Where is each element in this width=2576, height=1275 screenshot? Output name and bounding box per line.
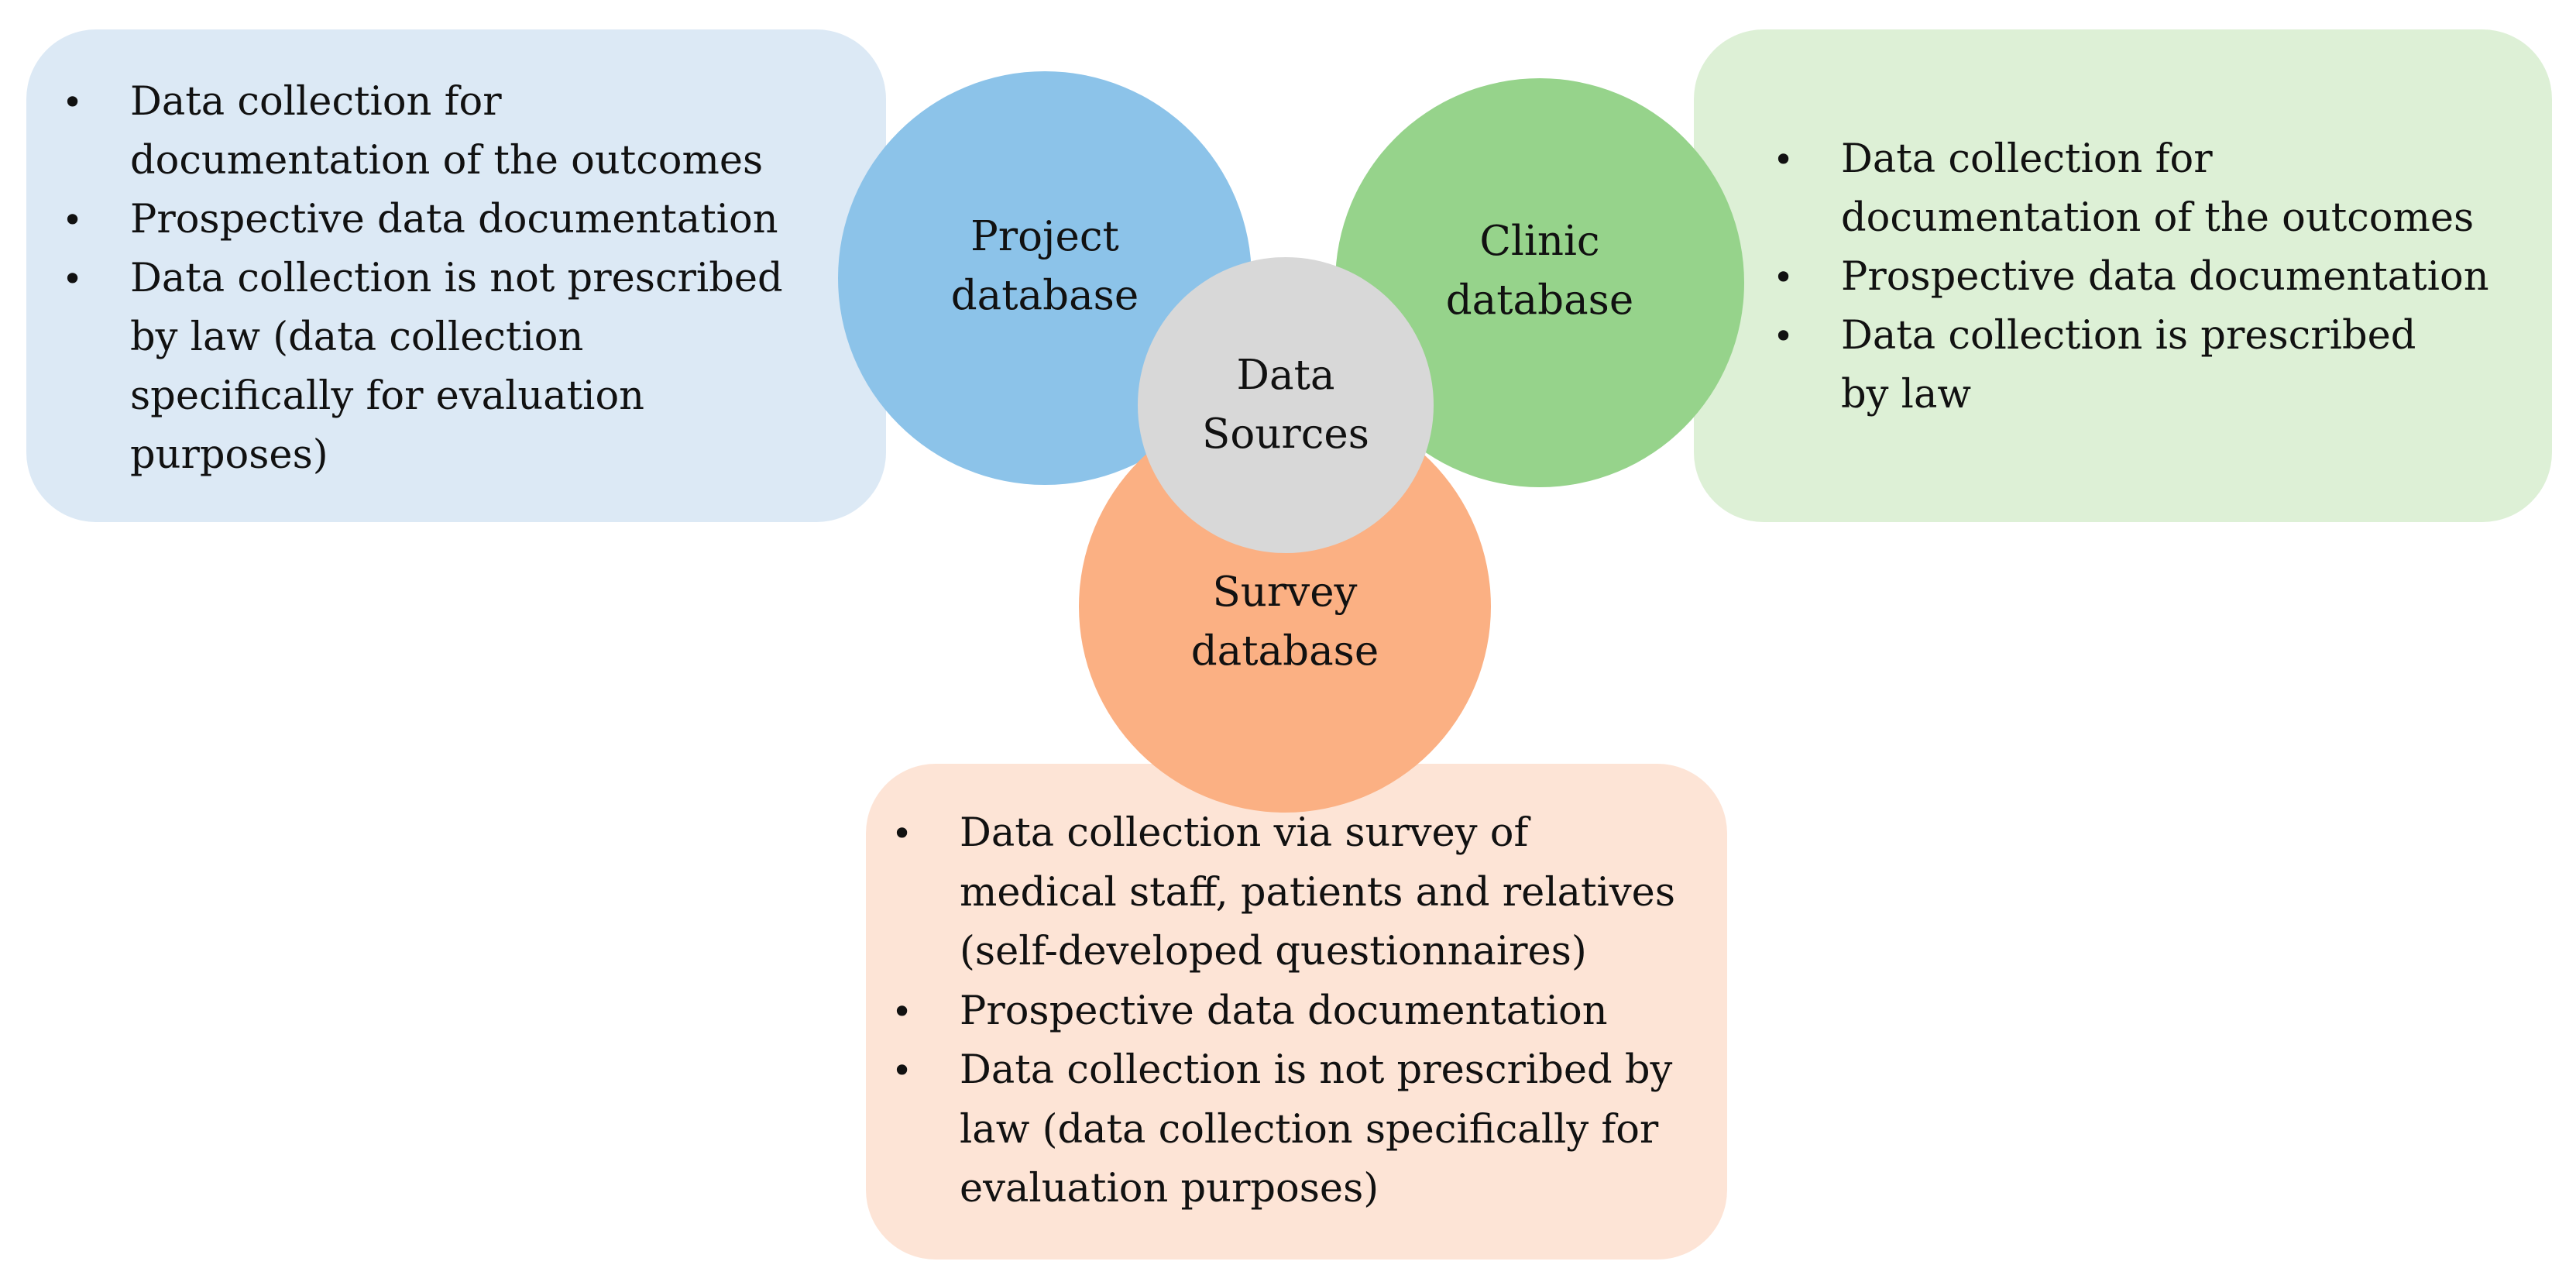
bullet-icon: • [62, 81, 84, 123]
data-sources-circle: Data Sources [1138, 257, 1434, 553]
survey-database-circle: Survey database [1079, 400, 1491, 813]
list-item-text: Prospective data documentation [1841, 254, 2489, 300]
clinic-bullet-list: • Data collection for documentation of th… [1773, 130, 2552, 424]
project-database-label: Project database [950, 213, 1139, 319]
project-bullet-list: • Data collection for documentation of th… [62, 73, 886, 485]
survey-database-label: Survey database [1190, 569, 1379, 675]
project-database-circle: Project database [838, 71, 1252, 485]
list-item: • Data collection is not prescribed by la… [62, 249, 886, 485]
list-item: • Prospective data documentation [891, 982, 1727, 1042]
project-database-description-box: • Data collection for documentation of th… [26, 29, 886, 522]
list-item: • Data collection via survey of medical s… [891, 804, 1727, 982]
bullet-icon: • [1773, 256, 1795, 298]
bullet-icon: • [62, 258, 84, 300]
list-item-text: Data collection is not prescribed by law… [960, 1047, 1673, 1211]
list-item-text: Data collection for documentation of the… [130, 79, 764, 184]
list-item: • Data collection is prescribed by law [1773, 307, 2552, 424]
list-item: • Data collection for documentation of th… [62, 73, 886, 191]
list-item: • Data collection for documentation of th… [1773, 130, 2552, 248]
survey-database-description-box: • Data collection via survey of medical s… [866, 764, 1727, 1260]
list-item-text: Data collection is not prescribed by law… [130, 256, 783, 478]
list-item-text: Data collection for documentation of the… [1841, 136, 2475, 241]
list-item-text: Prospective data documentation [960, 988, 1608, 1034]
bullet-icon: • [891, 990, 913, 1033]
list-item-text: Data collection via survey of medical st… [960, 810, 1676, 974]
list-item: • Data collection is not prescribed by la… [891, 1041, 1727, 1219]
survey-bullet-list: • Data collection via survey of medical s… [891, 804, 1727, 1219]
clinic-database-description-box: • Data collection for documentation of th… [1694, 29, 2552, 522]
list-item: • Prospective data documentation [1773, 248, 2552, 307]
list-item-text: Data collection is prescribed by law [1841, 313, 2416, 418]
list-item-text: Prospective data documentation [130, 197, 778, 242]
bullet-icon: • [62, 199, 84, 241]
data-sources-label: Data Sources [1202, 352, 1369, 458]
bullet-icon: • [891, 813, 913, 854]
bullet-icon: • [1773, 315, 1795, 357]
bullet-icon: • [1773, 139, 1795, 180]
list-item: • Prospective data documentation [62, 191, 886, 249]
clinic-database-label: Clinic database [1445, 218, 1634, 324]
bullet-icon: • [891, 1050, 913, 1091]
